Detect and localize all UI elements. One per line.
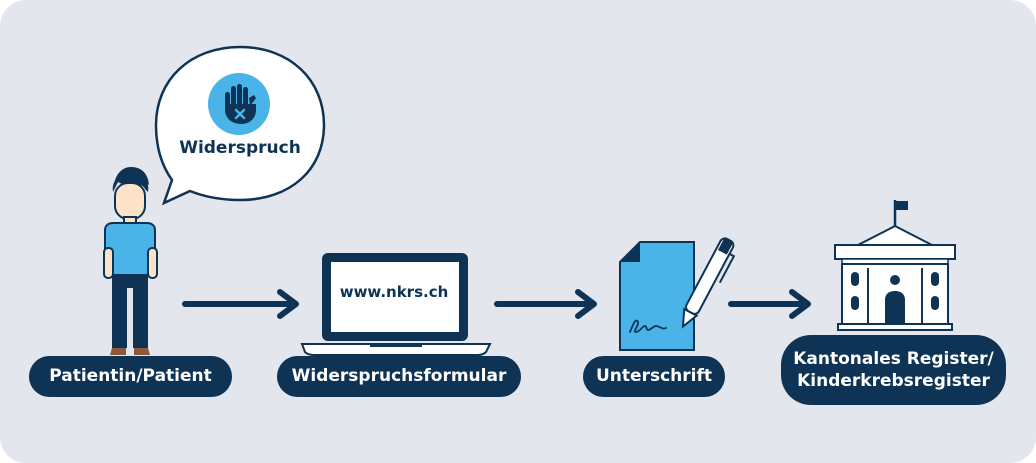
speech-bubble [154,45,326,206]
arrow-2 [494,289,597,319]
laptop-url-text: www.nkrs.ch [339,283,449,301]
registry-building-icon [834,200,956,331]
signed-document-icon [619,237,736,351]
person-icon [103,167,158,355]
step-label-form: Widerspruchsformular [277,356,521,397]
step-label-register-line1: Kantonales Register/ [793,348,994,369]
step-label-patient: Patientin/Patient [29,356,232,397]
arrow-3 [728,289,811,319]
laptop-icon [300,253,492,356]
step-label-register-line2: Kinderkrebsregister [797,371,990,391]
step-label-register: Kantonales Register/ Kinderkrebsregister [781,335,1006,405]
arrow-1 [182,289,299,319]
step-label-signature: Unterschrift [583,356,725,397]
flow-arrows [182,289,811,319]
speech-bubble-text: Widerspruch [179,138,301,158]
